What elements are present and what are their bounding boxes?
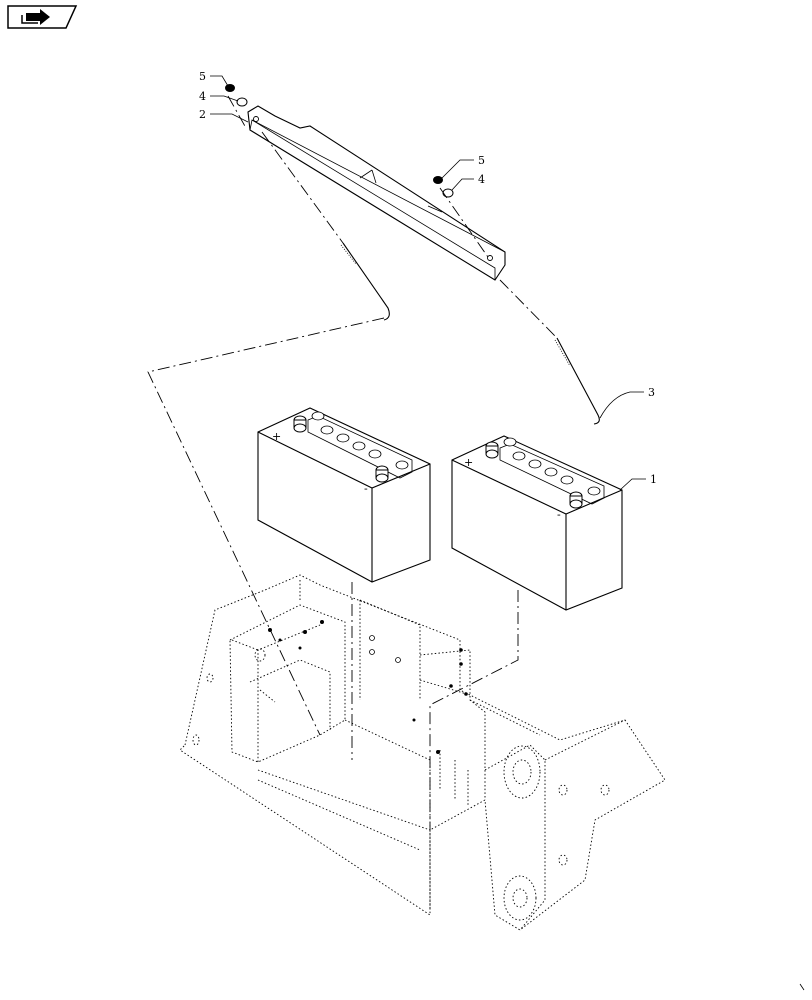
battery-right: + -: [451, 435, 623, 611]
hold-down-bar: [247, 105, 506, 281]
battery-left-plus-label: +: [272, 430, 281, 443]
nut-washer-left: [225, 84, 248, 107]
callout-4-left: 4: [199, 90, 206, 103]
callout-2: 2: [199, 108, 206, 121]
j-bolt-right: [554, 337, 600, 425]
battery-right-minus-label: -: [557, 508, 561, 521]
callout-5-right: 5: [478, 154, 485, 167]
leader-lines: [210, 75, 646, 491]
battery-left: + -: [257, 407, 431, 583]
battery-left-minus-label: -: [364, 482, 368, 495]
assembly-lines: [147, 95, 558, 830]
battery-right-plus-label: +: [464, 456, 473, 469]
nut-washer-right: [433, 176, 454, 198]
corner-mark: [799, 983, 805, 991]
callout-labels: 5 4 2 5 4 3 1: [199, 70, 657, 486]
j-bolt-left: [340, 242, 390, 321]
callout-4-right: 4: [478, 173, 485, 186]
chassis-frame: [179, 574, 666, 931]
next-page-arrow-icon[interactable]: [6, 4, 78, 30]
callout-3: 3: [648, 386, 655, 399]
callout-5-left: 5: [199, 70, 206, 83]
callout-1: 1: [650, 473, 657, 486]
